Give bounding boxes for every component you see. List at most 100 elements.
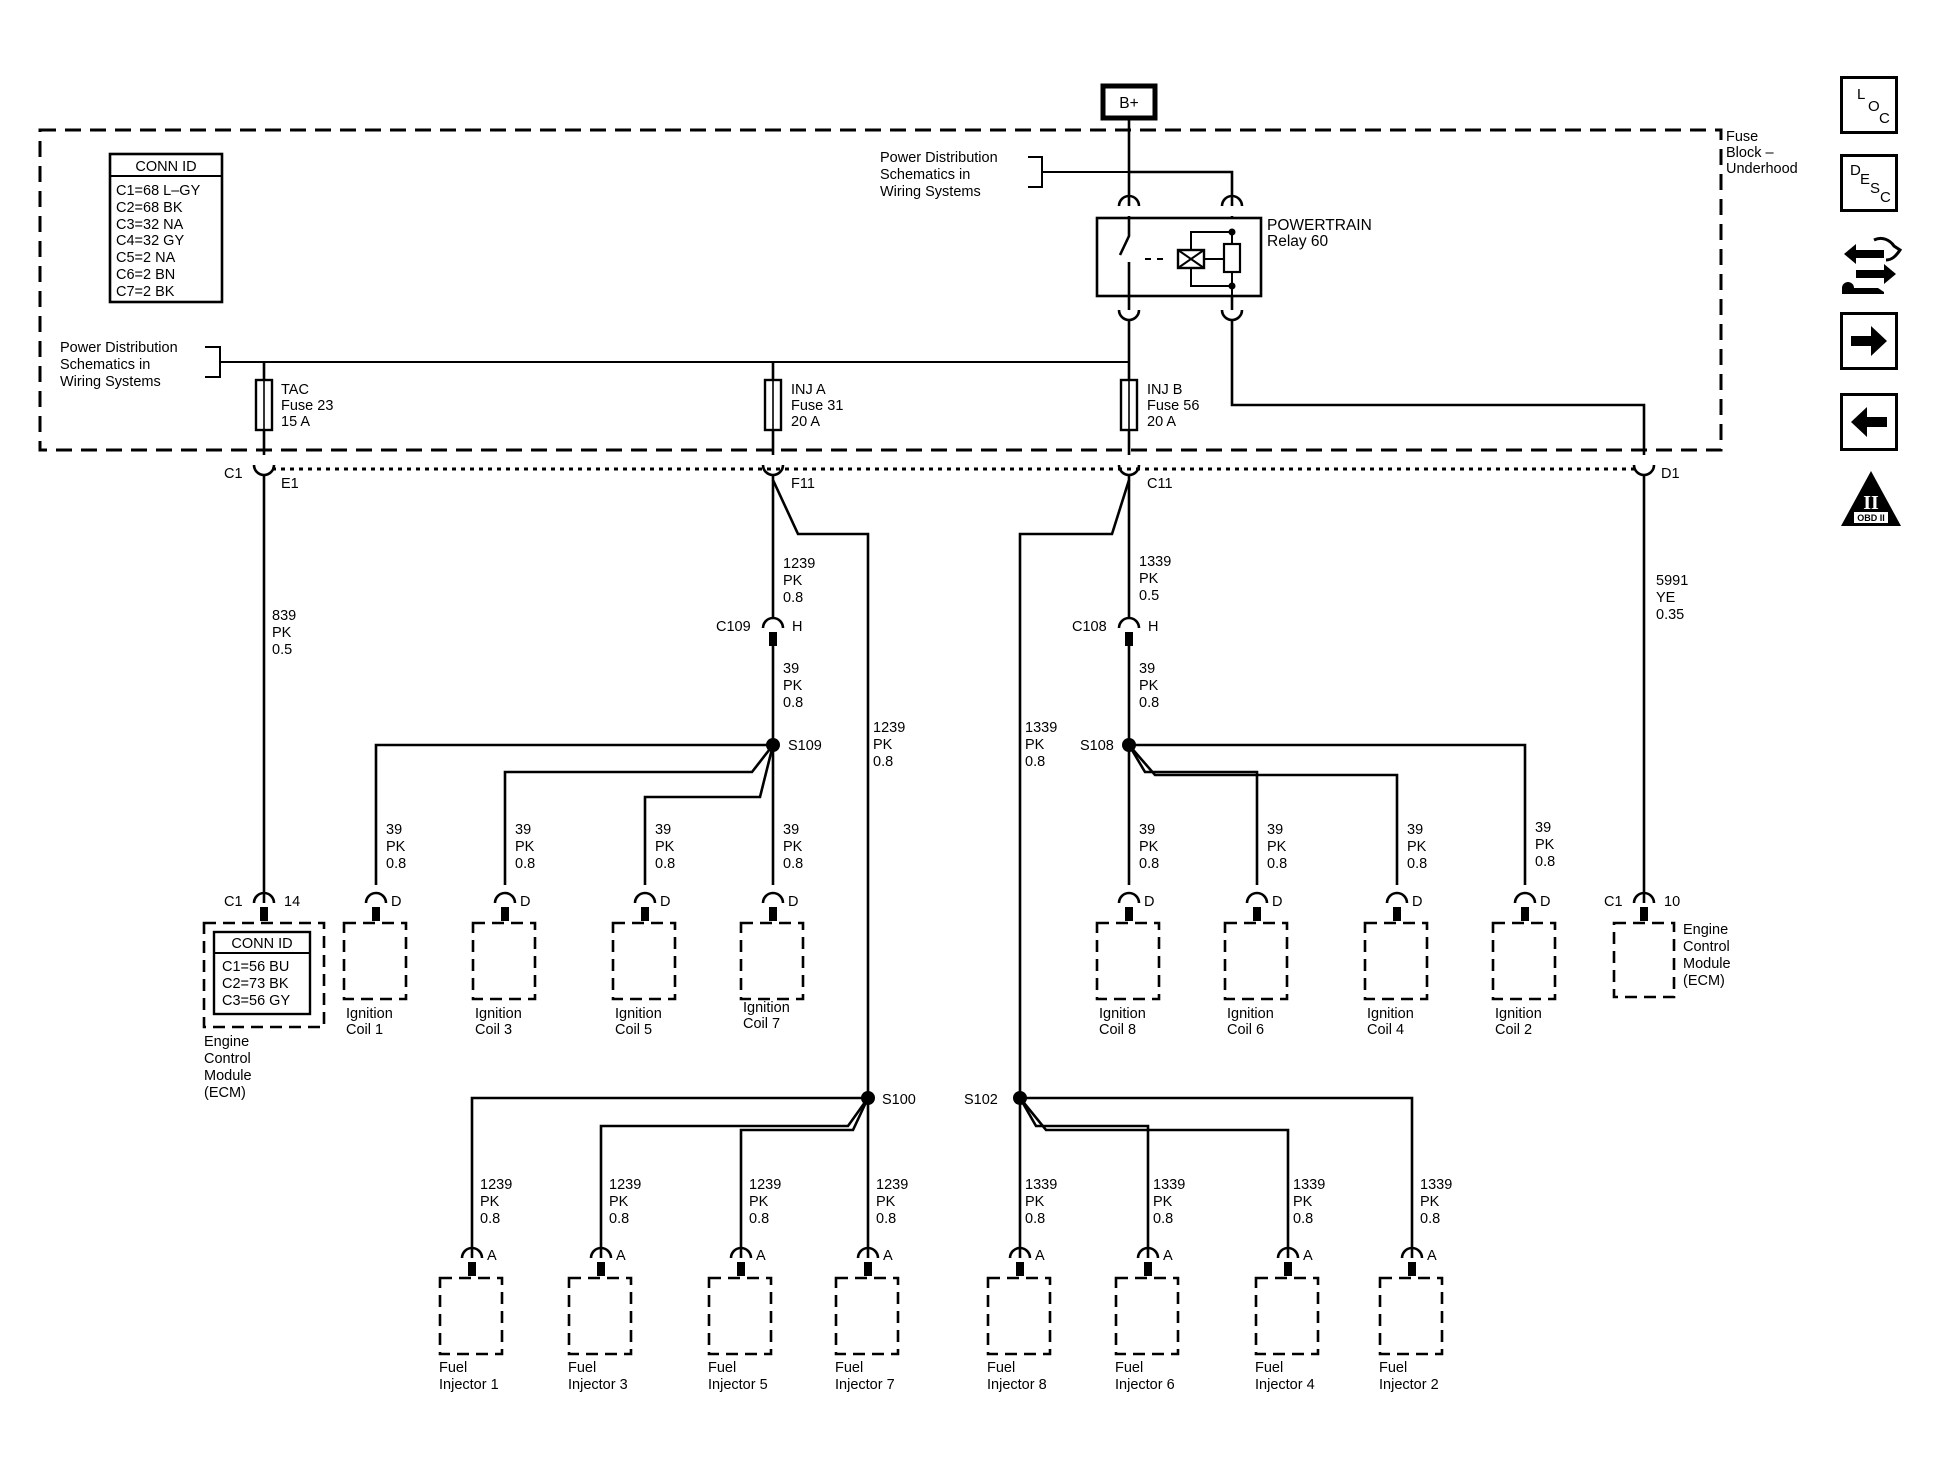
svg-text:PK: PK	[749, 1194, 769, 1210]
fuse-block-label-2: Block –	[1726, 145, 1774, 161]
fuse-block-outline	[38, 128, 1723, 452]
desc-icon-letter: S	[1870, 180, 1881, 197]
fuse-number: Fuse 56	[1147, 398, 1199, 414]
svg-text:0.8: 0.8	[1407, 856, 1427, 872]
service-tools-icon[interactable]	[1838, 230, 1903, 298]
ignition-coil-body	[1491, 921, 1557, 1001]
svg-text:0.8: 0.8	[749, 1211, 769, 1227]
svg-text:Engine: Engine	[204, 1034, 249, 1050]
relay-name: POWERTRAIN	[1267, 217, 1372, 234]
fuse-rating: 20 A	[1147, 414, 1176, 430]
previous-page-button[interactable]	[1840, 393, 1898, 451]
wire-label: 1339	[1139, 554, 1171, 570]
ignition-coil-body	[739, 921, 805, 1001]
connector-h-label: H	[792, 619, 802, 635]
ignition-coil-label: Coil 6	[1227, 1022, 1264, 1038]
fuse-name: TAC	[281, 382, 309, 398]
svg-text:PK: PK	[1025, 1194, 1045, 1210]
wire-label: 0.8	[783, 695, 803, 711]
ignition-coil-label: Ignition	[1227, 1006, 1274, 1022]
fuel-injector-body	[707, 1276, 773, 1356]
pin-a-label: A	[616, 1248, 626, 1264]
fuel-injector-body	[438, 1276, 504, 1356]
loc-icon-letter: C	[1879, 110, 1890, 127]
pin-d-label: D	[1412, 894, 1422, 910]
svg-text:PK: PK	[386, 839, 406, 855]
svg-text:1239: 1239	[609, 1177, 641, 1193]
fuel-injector-body	[1114, 1276, 1180, 1356]
svg-text:39: 39	[515, 822, 531, 838]
fuel-injector-body	[1254, 1276, 1320, 1356]
note-line: Schematics in	[60, 357, 150, 373]
ecm-connector-c1-label: C1	[224, 894, 243, 910]
ecm-label-left: Engine Control Module (ECM)	[204, 1034, 252, 1101]
fuse-inj-b: INJ B Fuse 56 20 A	[1119, 362, 1199, 455]
svg-text:0.8: 0.8	[480, 1211, 500, 1227]
obd-ii-text: OBD II	[1857, 513, 1885, 523]
ignition-coil-label: Ignition	[1099, 1006, 1146, 1022]
description-nav-button[interactable]: D E S C	[1840, 154, 1898, 212]
svg-text:1239: 1239	[749, 1177, 781, 1193]
conn-id-row: C1=56 BU	[222, 959, 289, 975]
pin-a-label: A	[756, 1248, 766, 1264]
power-distribution-note-left: Power Distribution Schematics in Wiring …	[60, 340, 1129, 390]
conn-id-table-fuse-block: CONN ID C1=68 L–GY C2=68 BK C3=32 NA C4=…	[108, 152, 224, 304]
svg-text:(ECM): (ECM)	[1683, 973, 1725, 989]
splice-s108-label: S108	[1080, 738, 1114, 754]
fuse-block-label-3: Underhood	[1726, 161, 1798, 177]
pin-d-label: D	[520, 894, 530, 910]
location-nav-button[interactable]: L O C	[1840, 76, 1898, 134]
wire-label: 39	[1139, 661, 1155, 677]
connector-c1-label: C1	[224, 466, 243, 482]
fuel-injector-body	[1378, 1276, 1444, 1356]
ignition-coil-label: Ignition	[475, 1006, 522, 1022]
splice-s102-label: S102	[964, 1092, 998, 1108]
svg-text:0.8: 0.8	[1025, 1211, 1045, 1227]
ignition-coil-label: Ignition	[743, 1000, 790, 1016]
fuel-injector-body	[986, 1276, 1052, 1356]
svg-text:PK: PK	[1267, 839, 1287, 855]
arrow-right-icon	[1851, 326, 1887, 356]
note-line: Wiring Systems	[880, 184, 981, 200]
wire-label: 0.8	[1139, 695, 1159, 711]
wire-label: 1239	[783, 556, 815, 572]
conn-id-row: C2=68 BK	[116, 200, 183, 216]
svg-text:PK: PK	[1535, 837, 1555, 853]
svg-text:1339: 1339	[1025, 1177, 1057, 1193]
conn-id-row: C1=68 L–GY	[116, 183, 201, 199]
next-page-button[interactable]	[1840, 312, 1898, 370]
wire-label: 0.5	[272, 642, 292, 658]
svg-text:0.8: 0.8	[1139, 856, 1159, 872]
wire-label: 5991	[1656, 573, 1688, 589]
loc-icon-letter: L	[1857, 86, 1866, 103]
wire-label: PK	[783, 573, 803, 589]
ecm-connector-c1-label: C1	[1604, 894, 1623, 910]
svg-text:0.8: 0.8	[1153, 1211, 1173, 1227]
conn-id-table-ecm: CONN ID C1=56 BU C2=73 BK C3=56 GY	[212, 930, 312, 1016]
wire-label: PK	[1025, 737, 1045, 753]
connector-h-label: H	[1148, 619, 1158, 635]
svg-text:0.8: 0.8	[515, 856, 535, 872]
note-line: Schematics in	[880, 167, 970, 183]
wire-label: 0.8	[783, 590, 803, 606]
svg-text:0.8: 0.8	[655, 856, 675, 872]
splice-s109-label: S109	[788, 738, 822, 754]
obd-ii-icon: II OBD II	[1838, 468, 1904, 530]
conn-id-header: CONN ID	[135, 159, 196, 175]
ignition-coil-label: Coil 2	[1495, 1022, 1532, 1038]
fuse-name: INJ B	[1147, 382, 1182, 398]
svg-text:PK: PK	[1407, 839, 1427, 855]
svg-text:1339: 1339	[1153, 1177, 1185, 1193]
pin-d-label: D	[1540, 894, 1550, 910]
fuel-injector-label: Fuel	[568, 1360, 596, 1376]
wire-label: 1239	[873, 720, 905, 736]
svg-text:0.8: 0.8	[609, 1211, 629, 1227]
